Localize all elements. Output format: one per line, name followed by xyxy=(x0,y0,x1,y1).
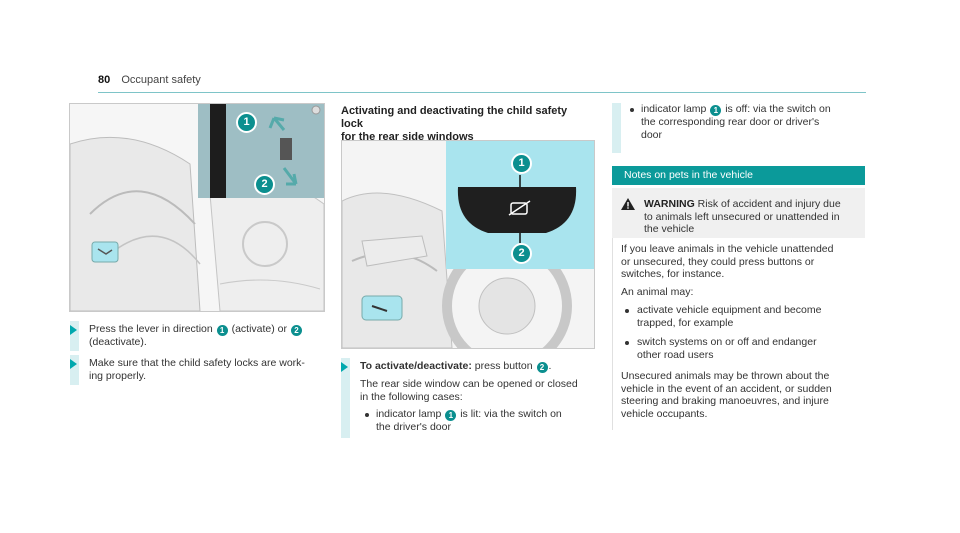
section-heading: Activating and deactivating the child sa… xyxy=(341,105,568,143)
marker-1: 1 xyxy=(710,105,722,116)
bullet-dot xyxy=(630,108,634,112)
warning-label: WARNING xyxy=(644,198,695,210)
figure-marker-1: 1 xyxy=(236,112,257,133)
figure-marker-1: 1 xyxy=(511,153,532,174)
marker-2: 2 xyxy=(536,362,548,373)
step-arrow-icon xyxy=(70,325,77,335)
window-lock-figure: 1 2 xyxy=(341,140,595,349)
page-number: 80 xyxy=(98,74,111,86)
step-check-locks: Make sure that the child safety locks ar… xyxy=(70,357,320,385)
window-cases-text: The rear side window can be opened or cl… xyxy=(360,378,578,403)
bullet-dot xyxy=(365,413,369,417)
section-title: Occupant safety xyxy=(121,74,201,86)
marker-2: 2 xyxy=(290,325,302,336)
warning-box: WARNING Risk of accident and injury due … xyxy=(612,188,865,238)
bullet-dot xyxy=(625,309,629,313)
warning-triangle-icon xyxy=(621,198,635,210)
header-rule xyxy=(98,92,866,93)
marker-1: 1 xyxy=(216,325,228,336)
step-press-lever: Press the lever in direction 1 (activate… xyxy=(70,323,320,351)
bullet-lamp-lit: indicator lamp 1 is lit: via the switch … xyxy=(365,408,605,436)
bullet-lamp-off: indicator lamp 1 is off: via the switch … xyxy=(630,103,870,147)
figure-marker-2: 2 xyxy=(254,174,275,195)
step-bar xyxy=(341,358,350,438)
marker-1: 1 xyxy=(445,410,457,421)
bullet-dot xyxy=(625,341,629,345)
note-paragraph-2: An animal may: xyxy=(621,286,694,298)
step-bar xyxy=(70,321,79,351)
step-arrow-icon xyxy=(341,362,348,372)
step-bar xyxy=(70,355,79,385)
note-paragraph-3: Unsecured animals may be thrown about th… xyxy=(621,370,832,420)
door-lever-figure: 1 2 xyxy=(69,103,325,312)
notes-heading: Notes on pets in the vehicle xyxy=(612,166,865,185)
step-arrow-icon xyxy=(70,359,77,369)
note-paragraph-1: If you leave animals in the vehicle unat… xyxy=(621,243,834,280)
step-bar xyxy=(612,103,621,153)
note-rule xyxy=(612,238,613,430)
page-header: 80 Occupant safety xyxy=(98,74,201,86)
step-activate: To activate/deactivate: press button 2. xyxy=(341,360,601,374)
figure-marker-2: 2 xyxy=(511,243,532,264)
